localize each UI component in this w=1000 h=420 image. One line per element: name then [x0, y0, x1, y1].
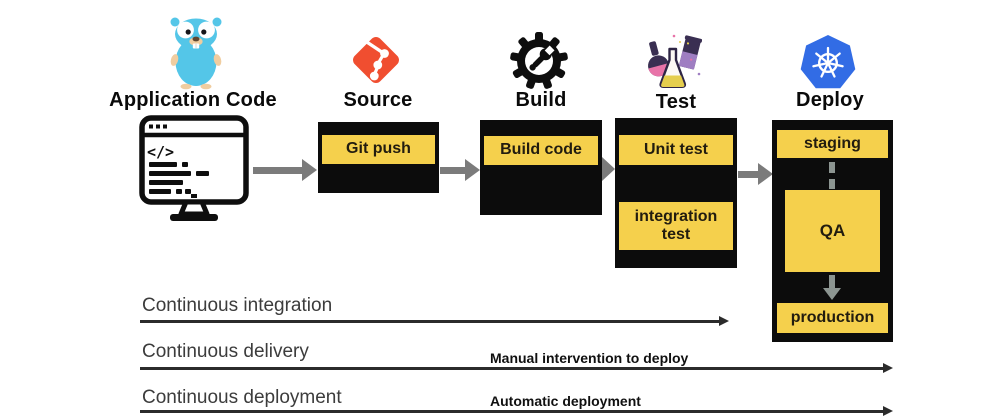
monitor-code-icon: </>: [139, 115, 249, 221]
stage-label-build: Build: [515, 89, 567, 111]
step-build-code: Build code: [484, 136, 598, 165]
svg-text:</>: </>: [147, 143, 174, 161]
gopher-icon: [170, 17, 222, 90]
row-label-continuous-deployment: Continuous deployment: [142, 387, 342, 408]
step-qa: QA: [785, 190, 880, 272]
row-label-continuous-integration: Continuous integration: [142, 295, 333, 316]
ci-arrow-head: [719, 316, 729, 326]
kubernetes-icon: [800, 35, 856, 89]
ci-arrow-line: [140, 320, 719, 323]
cd-deployment-arrow-head: [883, 406, 893, 416]
gear-wrench-icon: [510, 32, 568, 89]
test-box: Unit test integration test: [615, 118, 737, 268]
source-box: Git push: [318, 122, 439, 193]
stage-label-test: Test: [655, 91, 697, 113]
arrow-test-to-deploy: [738, 163, 773, 185]
stage-label-application-code: Application Code: [109, 89, 277, 111]
arrow-build-to-test: [602, 157, 615, 181]
deploy-box: staging QA production: [772, 120, 893, 342]
arrow-code-to-source: [253, 159, 317, 181]
cd-deployment-arrow-line: [140, 410, 883, 413]
cd-delivery-arrow-line: [140, 367, 883, 370]
cd-delivery-arrow-head: [883, 363, 893, 373]
qa-production-arrow: [823, 275, 841, 300]
step-production: production: [777, 303, 888, 333]
build-box: Build code: [480, 120, 602, 215]
step-staging: staging: [777, 130, 888, 158]
annotation-automatic-deployment: Automatic deployment: [490, 393, 641, 409]
arrow-source-to-build: [440, 159, 480, 181]
git-icon: [353, 37, 399, 83]
lab-flasks-icon: [647, 34, 702, 88]
annotation-manual-intervention: Manual intervention to deploy: [490, 350, 689, 366]
stage-label-source: Source: [343, 89, 413, 111]
step-integration-test: integration test: [619, 202, 733, 250]
step-unit-test: Unit test: [619, 135, 733, 165]
step-git-push: Git push: [322, 135, 435, 164]
stage-label-deploy: Deploy: [796, 89, 864, 111]
row-label-continuous-delivery: Continuous delivery: [142, 341, 309, 362]
staging-qa-dashed-connector: [829, 162, 835, 189]
